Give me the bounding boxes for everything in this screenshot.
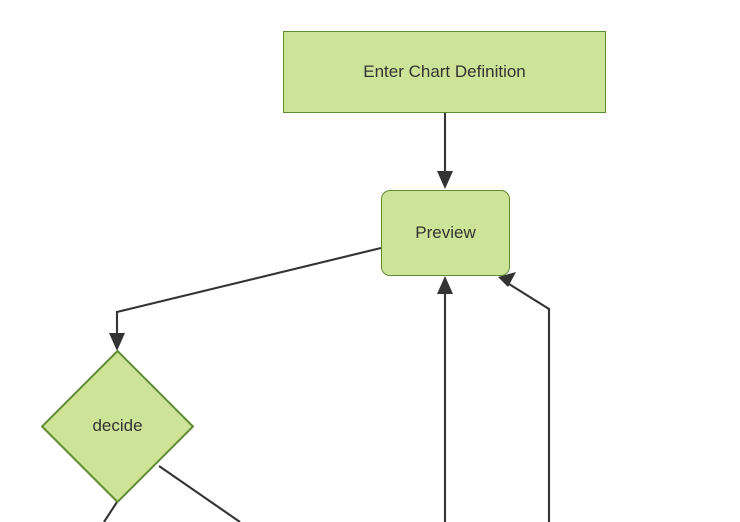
edge-preview-to-decide <box>109 246 382 351</box>
edge-decide-left-out <box>103 501 118 522</box>
node-label: decide <box>92 416 143 436</box>
node-enter-chart-definition[interactable]: Enter Chart Definition <box>283 31 606 113</box>
edge-bottom-right-to-preview <box>498 272 551 522</box>
node-decide[interactable]: decide <box>41 350 194 503</box>
edge-bottom-center-to-preview <box>437 276 453 522</box>
arrow-head-icon <box>437 171 453 189</box>
node-label: Enter Chart Definition <box>363 61 526 81</box>
edge-enter-to-preview <box>437 113 453 189</box>
node-label: Preview <box>415 222 476 242</box>
node-preview[interactable]: Preview <box>381 190 510 276</box>
arrow-head-icon <box>437 276 453 294</box>
diamond-shape-icon <box>41 350 194 503</box>
arrow-head-icon <box>109 333 125 351</box>
